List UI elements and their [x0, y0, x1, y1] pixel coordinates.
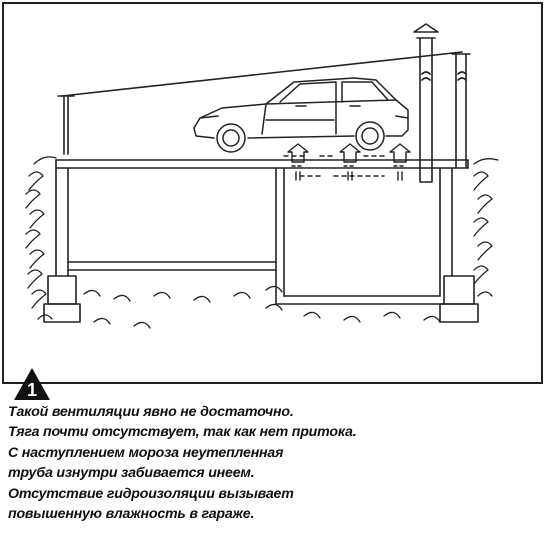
car-icon [193, 77, 409, 153]
ground-hatching-right [473, 158, 499, 297]
pit-left-wall [275, 167, 285, 305]
airflow-arrow-1 [287, 143, 309, 181]
airflow-arrow-2 [339, 143, 361, 181]
figure-number-badge: 1 [14, 368, 50, 400]
airflow-arrow-3 [389, 143, 411, 181]
right-wall [439, 167, 479, 323]
airflow-arrows [283, 143, 411, 181]
ground-hatching-bottom [83, 285, 441, 329]
ground-hatching-left [25, 156, 57, 320]
diagram-frame [2, 2, 543, 384]
roof-post-left [57, 95, 75, 155]
roof-pipe-right [451, 53, 471, 169]
garage-ventilation-diagram [25, 23, 499, 329]
figure-number: 1 [27, 380, 37, 400]
caption-line: труба изнутри забивается инеем. [8, 465, 255, 482]
triangle-icon [14, 368, 50, 400]
caption-line: С наступлением мороза неутепленная [8, 444, 284, 461]
caption-line: Тяга почти отсутствует, так как нет прит… [8, 424, 357, 441]
left-wall [43, 167, 81, 323]
caption-line: Такой вентиляции явно не достаточно. [8, 404, 294, 420]
pit-floor [275, 295, 445, 305]
exhaust-pipe [413, 23, 439, 183]
caption-line: повышенную влажность в гараже. [8, 506, 255, 523]
figure-caption: Такой вентиляции явно не достаточно. Тяг… [8, 402, 448, 524]
left-basement-slab [67, 261, 277, 271]
floor-slab [55, 159, 469, 169]
roof-line [61, 51, 463, 97]
caption-line: Отсутствие гидроизоляции вызывает [8, 485, 294, 502]
